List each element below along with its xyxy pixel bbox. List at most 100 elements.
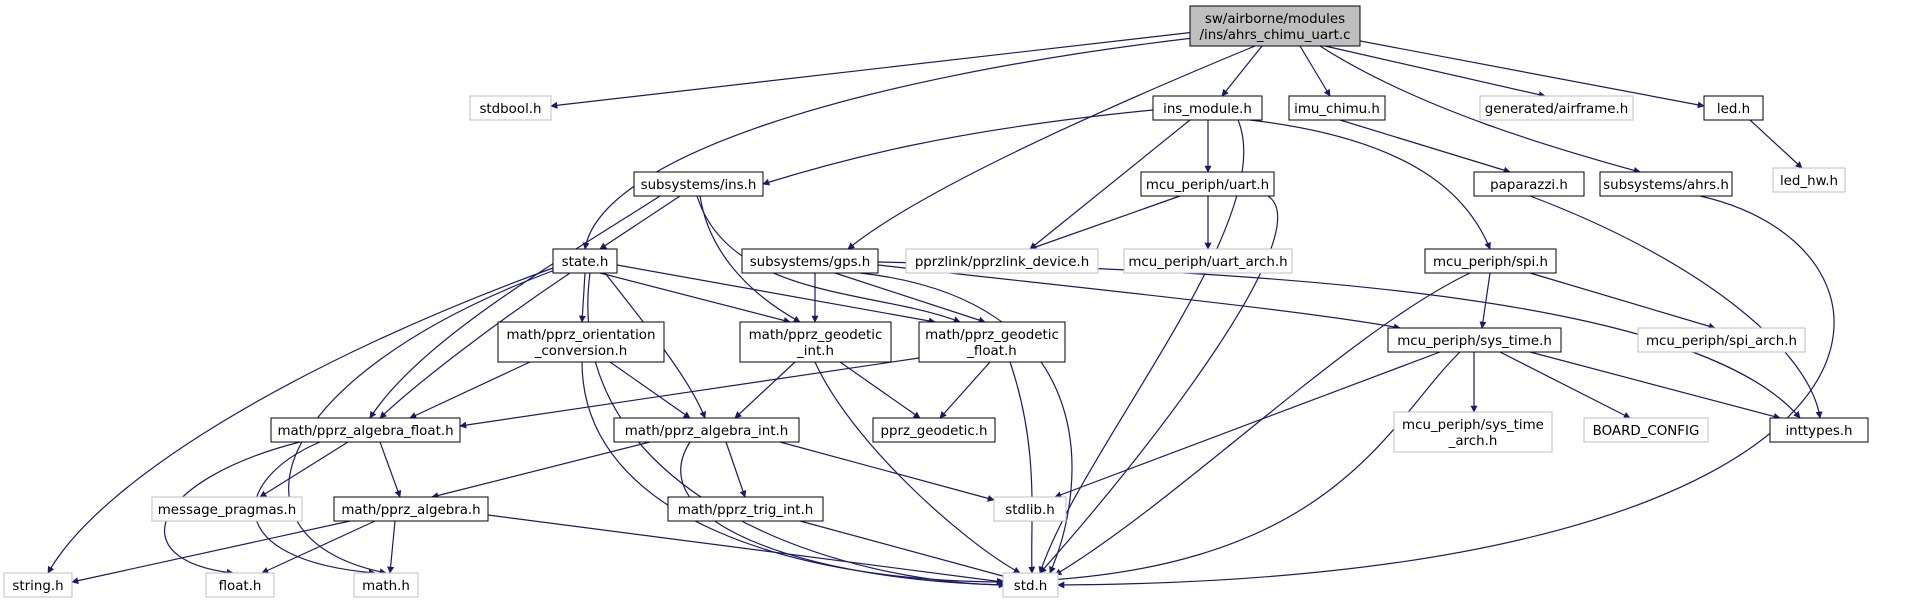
edge-root-to-stdbool — [550, 31, 1196, 109]
node-state-box — [552, 248, 618, 274]
node-airframe-box — [1479, 95, 1634, 121]
node-alg_int[interactable]: math/pprz_algebra_int.h — [613, 417, 800, 443]
node-spi_arch-label-0: mcu_periph/spi_arch.h — [1646, 334, 1797, 349]
node-uart_arch-box — [1123, 248, 1293, 274]
node-led-label-0: led.h — [1717, 102, 1750, 117]
node-math-box — [353, 572, 419, 598]
node-airframe: generated/airframe.h — [1479, 95, 1634, 121]
node-paparazzi-box — [1473, 171, 1585, 197]
edge-ins_module-to-pprzlink — [1029, 119, 1191, 250]
node-pprzlink-box — [905, 248, 1099, 274]
edge-geo_int-to-alg_int — [734, 361, 796, 419]
node-sys_time[interactable]: mcu_periph/sys_time.h — [1387, 327, 1562, 353]
node-led_hw-label-0: led_hw.h — [1780, 174, 1838, 189]
node-orient[interactable]: math/pprz_orientation_conversion.h — [497, 321, 665, 363]
edge-sub_ins-to-geo_int — [699, 195, 801, 323]
node-inttypes[interactable]: inttypes.h — [1769, 417, 1869, 443]
node-board_config-label-0: BOARD_CONFIG — [1593, 424, 1700, 439]
node-sub_gps[interactable]: subsystems/gps.h — [741, 248, 879, 274]
edge-sub_gps-to-sys_time — [877, 264, 1401, 331]
edge-ins_module-to-spi — [1249, 119, 1491, 250]
node-paparazzi[interactable]: paparazzi.h — [1473, 171, 1585, 197]
node-stdlib: stdlib.h — [993, 496, 1067, 522]
edge-sub_gps-to-std — [859, 272, 1073, 574]
node-imu_chimu[interactable]: imu_chimu.h — [1288, 95, 1386, 121]
edge-spi-to-std — [1054, 272, 1471, 576]
node-string-label-0: string.h — [12, 579, 63, 594]
node-alg-box — [333, 496, 489, 522]
node-sys_time_arch: mcu_periph/sys_time_arch.h — [1393, 411, 1553, 453]
edge-alg-to-math — [387, 520, 396, 574]
edge-state-to-alg_int — [604, 272, 706, 419]
node-spi_arch: mcu_periph/spi_arch.h — [1637, 327, 1806, 353]
node-sub_ins[interactable]: subsystems/ins.h — [633, 171, 764, 197]
node-spi-box — [1424, 248, 1557, 274]
edge-geo_int-to-std — [814, 361, 1021, 574]
node-sys_time_arch-label-1: _arch.h — [1448, 434, 1498, 449]
edge-alg_int-to-trig_int — [725, 441, 747, 498]
node-trig_int[interactable]: math/pprz_trig_int.h — [667, 496, 824, 522]
node-alg_float-label-0: math/pprz_algebra_float.h — [277, 424, 453, 439]
node-orient-box — [497, 321, 665, 363]
edge-root-to-airframe — [1324, 45, 1546, 99]
node-float-label-0: float.h — [219, 579, 262, 594]
edge-sys_time-to-inttypes — [1529, 351, 1781, 420]
node-spi[interactable]: mcu_periph/spi.h — [1424, 248, 1557, 274]
edge-alg_int-to-stdlib — [779, 441, 995, 502]
node-string-box — [3, 572, 73, 598]
edge-led-to-led_hw — [1749, 119, 1803, 169]
edge-geo_float-to-geodetic — [939, 361, 991, 419]
node-led_hw: led_hw.h — [1772, 167, 1846, 193]
node-board_config: BOARD_CONFIG — [1583, 417, 1709, 443]
node-geo_int-box — [739, 321, 892, 363]
node-geo_float[interactable]: math/pprz_geodetic_float.h — [918, 321, 1066, 363]
node-sys_time-box — [1387, 327, 1562, 353]
node-led[interactable]: led.h — [1703, 95, 1764, 121]
node-root[interactable]: sw/airborne/modules/ins/ahrs_chimu_uart.… — [1189, 5, 1361, 47]
node-led-box — [1703, 95, 1764, 121]
node-stdlib-box — [993, 496, 1067, 522]
node-spi_arch-box — [1637, 327, 1806, 353]
node-std: std.h — [1002, 572, 1059, 598]
node-uart-label-0: mcu_periph/uart.h — [1146, 178, 1269, 193]
edge-alg-to-string — [71, 520, 351, 585]
node-trig_int-box — [667, 496, 824, 522]
node-float-box — [205, 572, 275, 598]
edge-geo_float-to-std — [1009, 361, 1036, 574]
node-msg_pragmas-box — [151, 496, 303, 522]
node-uart_arch: mcu_periph/uart_arch.h — [1123, 248, 1293, 274]
node-geodetic[interactable]: pprz_geodetic.h — [872, 417, 996, 443]
node-pprzlink-label-0: pprzlink/pprzlink_device.h — [915, 255, 1089, 270]
node-trig_int-label-0: math/pprz_trig_int.h — [678, 503, 814, 518]
node-spi-label-0: mcu_periph/spi.h — [1433, 255, 1548, 270]
node-sys_time_arch-box — [1393, 411, 1553, 453]
edge-state-to-math — [288, 269, 556, 576]
node-imu_chimu-box — [1288, 95, 1386, 121]
node-alg_float[interactable]: math/pprz_algebra_float.h — [270, 417, 461, 443]
node-stdlib-label-0: stdlib.h — [1005, 503, 1054, 518]
node-root-label-0: sw/airborne/modules — [1205, 12, 1345, 27]
node-board_config-box — [1583, 417, 1709, 443]
edge-sub_ins-to-alg_float — [369, 195, 661, 419]
edge-sub_ins-to-geo_float — [696, 195, 961, 323]
node-uart_arch-label-0: mcu_periph/uart_arch.h — [1128, 255, 1287, 270]
node-geo_float-label-0: math/pprz_geodetic — [925, 328, 1059, 343]
node-geo_int[interactable]: math/pprz_geodetic_int.h — [739, 321, 892, 363]
edge-sys_time-to-board_config — [1499, 351, 1631, 419]
edge-uart-to-pprzlink — [1029, 195, 1181, 251]
node-ins_module[interactable]: ins_module.h — [1152, 95, 1263, 121]
node-sub_ahrs-box — [1599, 171, 1733, 197]
edge-root-to-sub_gps — [847, 45, 1256, 250]
node-sub_ahrs[interactable]: subsystems/ahrs.h — [1599, 171, 1733, 197]
node-geodetic-label-0: pprz_geodetic.h — [881, 424, 988, 439]
node-geo_float-box — [918, 321, 1066, 363]
node-math: math.h — [353, 572, 419, 598]
node-state[interactable]: state.h — [552, 248, 618, 274]
edge-state-to-string — [47, 267, 554, 574]
edge-paparazzi-to-inttypes — [1529, 195, 1823, 419]
node-uart[interactable]: mcu_periph/uart.h — [1140, 171, 1275, 197]
edge-spi-to-sys_time — [1479, 272, 1491, 329]
node-inttypes-label-0: inttypes.h — [1785, 424, 1852, 439]
node-alg[interactable]: math/pprz_algebra.h — [333, 496, 489, 522]
